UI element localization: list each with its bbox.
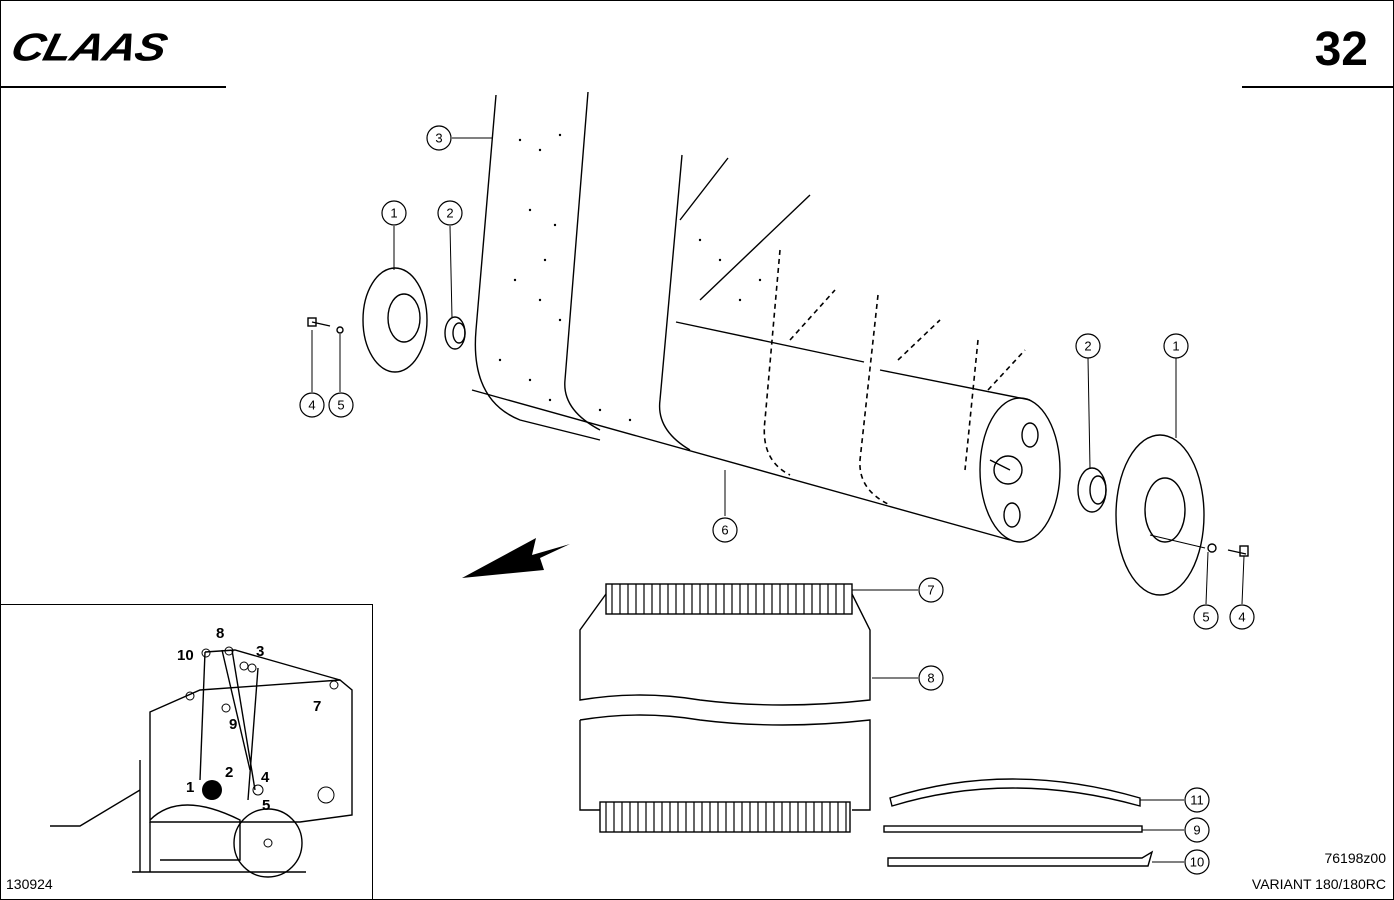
inset-label-3: 3 — [256, 643, 264, 660]
inset-label-8: 8 — [216, 625, 224, 642]
svg-text:4: 4 — [308, 398, 315, 413]
svg-text:5: 5 — [1202, 610, 1209, 625]
svg-text:2: 2 — [446, 206, 453, 221]
callout-11: 11 — [1184, 787, 1210, 813]
svg-text:4: 4 — [1238, 610, 1245, 625]
svg-text:8: 8 — [927, 671, 934, 686]
svg-text:3: 3 — [435, 131, 442, 146]
header-rule-right — [1242, 86, 1394, 88]
callout-1-right: 1 — [1163, 333, 1189, 359]
part-11-strip — [889, 778, 1141, 807]
callout-6: 6 — [712, 517, 738, 543]
inset-frame — [0, 604, 373, 899]
inset-baler-drawing: 8 10 3 7 9 2 4 1 5 — [50, 625, 353, 878]
callout-4-right: 4 — [1229, 604, 1255, 630]
svg-text:1: 1 — [390, 206, 397, 221]
svg-text:2: 2 — [1084, 339, 1091, 354]
inset-label-5: 5 — [262, 797, 270, 814]
svg-text:9: 9 — [1193, 823, 1200, 838]
callout-5-right: 5 — [1193, 604, 1219, 630]
inset-label-2: 2 — [225, 764, 233, 781]
header-rule-left — [0, 86, 226, 88]
leader-lines — [311, 137, 1245, 863]
callout-2-left: 2 — [437, 200, 463, 226]
page-number: 32 — [1314, 23, 1368, 76]
direction-arrow — [462, 538, 570, 578]
inset-label-1: 1 — [186, 779, 194, 796]
part-10-rod — [887, 850, 1154, 867]
inset-label-7: 7 — [313, 698, 321, 715]
callout-5-left: 5 — [328, 392, 354, 418]
inset-label-9: 9 — [229, 716, 237, 733]
model-name: VARIANT 180/180RC — [1251, 876, 1386, 892]
callout-7: 7 — [918, 577, 944, 603]
callout-3: 3 — [426, 125, 452, 151]
svg-text:11: 11 — [1190, 793, 1204, 808]
roller-belt-assembly — [471, 91, 1061, 543]
callout-4-left: 4 — [299, 392, 325, 418]
left-hub-parts — [307, 267, 466, 373]
inset-label-4: 4 — [261, 769, 270, 786]
svg-text:7: 7 — [927, 583, 934, 598]
inset-label-10: 10 — [177, 647, 194, 664]
part-9-pin — [883, 825, 1143, 833]
inset-code: 130924 — [6, 876, 53, 892]
svg-text:6: 6 — [721, 523, 728, 538]
right-hub-parts — [1077, 434, 1249, 596]
callout-2-right: 2 — [1075, 333, 1101, 359]
drawing-reference: 76198z00 — [1324, 850, 1386, 866]
callout-9: 9 — [1184, 817, 1210, 843]
svg-text:5: 5 — [337, 398, 344, 413]
svg-text:10: 10 — [1190, 855, 1204, 870]
callout-1-left: 1 — [381, 200, 407, 226]
callout-8: 8 — [918, 665, 944, 691]
callout-10: 10 — [1184, 849, 1210, 875]
svg-text:1: 1 — [1172, 339, 1179, 354]
belt-lacing-detail — [579, 583, 871, 833]
